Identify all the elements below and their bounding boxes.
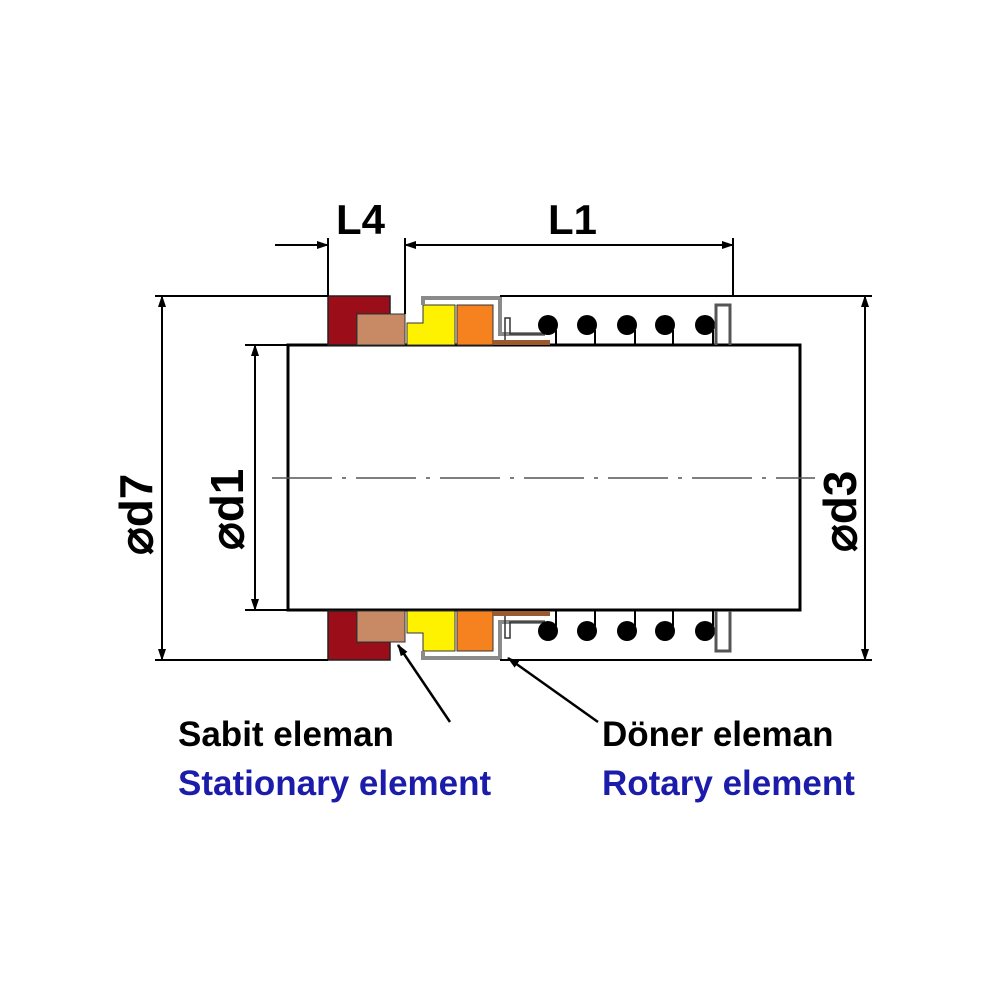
dim-d3: ⌀d3 [814,471,866,552]
dim-L4: L4 [336,196,386,243]
label-rotary-element: Rotary element [602,764,855,803]
label-doner-eleman: Döner eleman [602,715,833,754]
shaft-sleeve [493,340,550,345]
spring-coil [655,315,675,335]
seal-top-half [327,295,732,346]
rotary-ring [456,304,494,346]
dim-d1: ⌀d1 [201,469,253,550]
spring-retainer [714,303,732,345]
springs [538,315,715,345]
label-stationary-element: Stationary element [178,764,491,803]
label-sabit-eleman: Sabit eleman [178,715,394,754]
spring-coil [577,315,597,335]
spring-coil [695,315,715,335]
spring-coil [538,315,558,335]
spring-coil [617,315,637,335]
rotary-face [406,304,456,346]
shell-lip [504,317,545,340]
stationary-ring [356,313,406,346]
dim-L1: L1 [548,196,597,243]
dim-d7: ⌀d7 [110,474,162,555]
